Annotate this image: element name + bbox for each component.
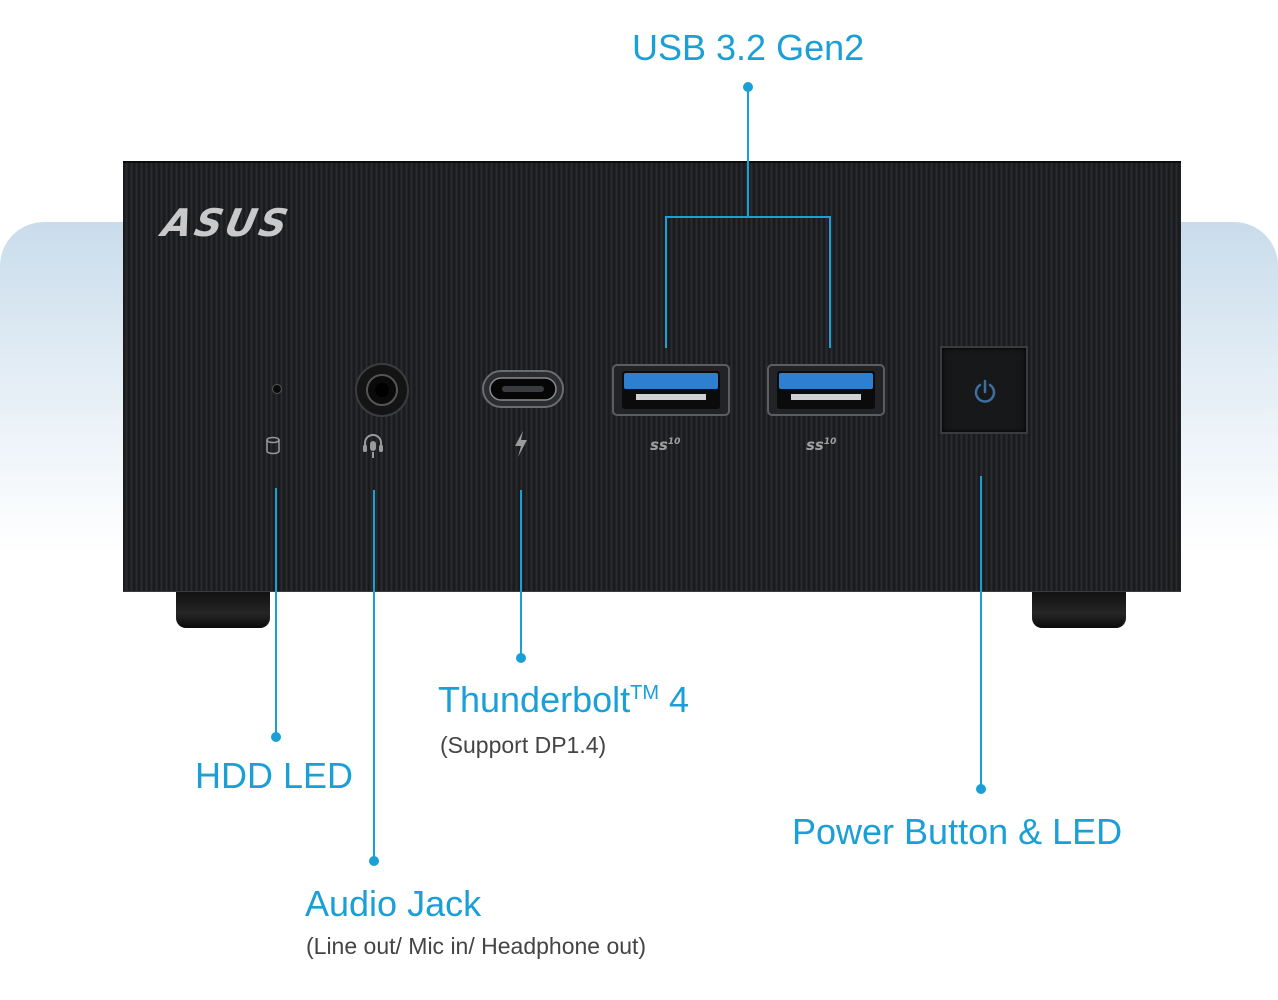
hdd-icon (266, 436, 280, 455)
power-callout-line (980, 476, 982, 788)
thunderbolt-label: ThunderboltTM 4 (438, 682, 689, 718)
lightning-icon (515, 431, 527, 457)
power-label: Power Button & LED (792, 811, 1123, 852)
hdd-label: HDD LED (195, 755, 354, 796)
thunderbolt-callout-line (520, 490, 522, 656)
audio-callout-line (373, 490, 375, 860)
usb-callout-line-right (829, 216, 831, 348)
trademark-mark: TM (630, 682, 660, 704)
headset-mic-icon (363, 434, 383, 458)
thunderbolt-port (482, 370, 564, 408)
usb-callout-bracket (665, 216, 831, 218)
audio-jack-port (355, 363, 409, 417)
hdd-callout-dot (271, 732, 281, 742)
usb-speed-text: 10 (823, 437, 837, 447)
device-foot-left (176, 592, 270, 628)
usb-logo-text: ss (806, 436, 824, 454)
audio-sublabel: (Line out/ Mic in/ Headphone out) (306, 933, 647, 959)
audio-label: Audio Jack (305, 883, 482, 924)
asus-logo: ASUS (158, 201, 295, 245)
hdd-led-indicator (272, 384, 282, 394)
thunderbolt-sublabel: (Support DP1.4) (440, 732, 607, 758)
usb-callout-line-left (665, 216, 667, 348)
superspeed-usb-icon: ss10 (806, 436, 836, 454)
usb-label: USB 3.2 Gen2 (632, 27, 865, 68)
power-callout-dot (976, 784, 986, 794)
usb-logo-text: ss (650, 436, 668, 454)
superspeed-usb-icon: ss10 (650, 436, 680, 454)
usb-callout-line (747, 87, 749, 217)
thunderbolt-label-text: Thunderbolt (438, 679, 631, 720)
thunderbolt-version: 4 (659, 679, 690, 720)
power-icon (974, 379, 996, 403)
hdd-callout-line (275, 488, 277, 736)
audio-callout-dot (369, 856, 379, 866)
usb-a-port-2 (767, 364, 885, 416)
usb-speed-text: 10 (667, 437, 681, 447)
usb-a-port-1 (612, 364, 730, 416)
device-foot-right (1032, 592, 1126, 628)
thunderbolt-callout-dot (516, 653, 526, 663)
